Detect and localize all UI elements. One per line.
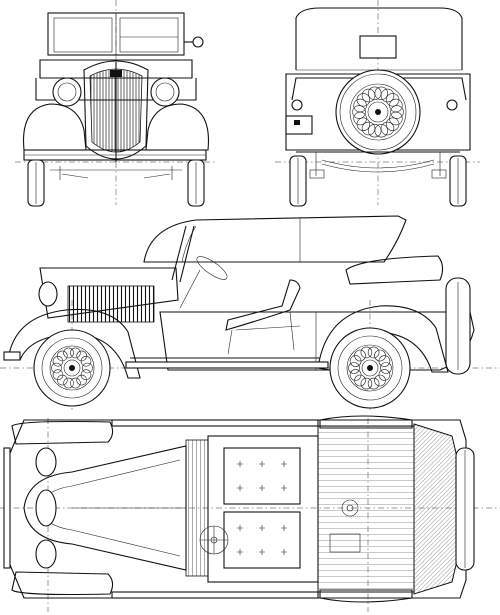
- top-rear-left-fender: [319, 415, 413, 429]
- top-rear-right-fender: [319, 589, 413, 603]
- seat-tuft: [259, 485, 265, 491]
- wheel-slot: [380, 88, 395, 103]
- wheel-slot: [367, 346, 380, 359]
- wheel-slot: [380, 362, 392, 374]
- seat-tuft: [281, 549, 287, 555]
- rear-window: [359, 35, 397, 59]
- wheel-slot: [80, 369, 92, 381]
- wheel-slot: [56, 350, 68, 362]
- rear-right-taillamp: [446, 99, 458, 111]
- side-soft-top: [143, 215, 407, 263]
- seat-tuft: [281, 525, 287, 531]
- wheel-slot: [367, 377, 380, 390]
- rear-soft-top: [295, 7, 463, 70]
- wheel-slot: [360, 377, 373, 390]
- wheel-slot: [352, 105, 366, 119]
- wheel-slot: [76, 350, 87, 362]
- wheel-slot: [368, 86, 382, 101]
- wheel-slot: [374, 123, 388, 138]
- wheel-slot: [70, 377, 81, 389]
- seat-tuft: [259, 549, 265, 555]
- wheel-slot: [378, 355, 391, 367]
- wheel-slot: [70, 347, 81, 359]
- wheel-slot: [390, 105, 404, 119]
- wheel-slot: [356, 93, 371, 107]
- front-right-fender: [145, 103, 210, 151]
- wheel-slot: [348, 362, 360, 374]
- side-front-wheel: [33, 329, 111, 407]
- seat-tuft: [237, 461, 243, 467]
- wheel-slot: [361, 88, 376, 103]
- top-view: [0, 415, 500, 612]
- top-seat-right: [223, 511, 301, 569]
- side-front-bumper: [3, 351, 21, 361]
- wheel-slot: [52, 355, 64, 367]
- side-rear-wheel: [329, 327, 411, 409]
- wheel-slot: [80, 355, 92, 367]
- rear-left-taillamp: [291, 99, 303, 111]
- top-front-bumper: [3, 447, 11, 569]
- seat-tuft: [237, 525, 243, 531]
- seat-tuft: [237, 485, 243, 491]
- side-view: [0, 215, 500, 410]
- side-steering-wheel: [196, 256, 228, 280]
- top-right-headlamp: [35, 539, 57, 569]
- wheel-slot: [360, 346, 373, 359]
- seat-tuft: [259, 461, 265, 467]
- wheel-slot: [51, 362, 62, 374]
- wheel-slot: [56, 374, 68, 386]
- rear-view: [275, 0, 480, 207]
- side-front-seat: [225, 279, 301, 331]
- front-view: [15, 0, 215, 207]
- seat-tuft: [281, 461, 287, 467]
- wheel-slot: [63, 347, 74, 359]
- top-seat-left: [223, 447, 301, 505]
- front-left-headlamp: [52, 77, 82, 107]
- top-folded-hood: [413, 423, 461, 595]
- wheel-slot: [374, 374, 386, 387]
- top-front-right-fender: [11, 571, 114, 596]
- top-left-headlamp: [35, 447, 57, 477]
- side-running-board: [125, 361, 329, 369]
- wheel-slot: [76, 374, 87, 386]
- spare-wheel: [335, 69, 421, 155]
- wheel-slot: [361, 121, 376, 136]
- wheel-slot: [380, 121, 395, 136]
- wheel-slot: [52, 369, 64, 381]
- bonnet-louvers: [67, 285, 155, 323]
- folded-hood: [345, 255, 444, 285]
- wheel-slot: [82, 362, 93, 374]
- side-mirror-icon: [192, 36, 204, 48]
- seat-tuft: [237, 549, 243, 555]
- wheel-slot: [63, 377, 74, 389]
- side-headlamp: [38, 281, 58, 307]
- front-left-fender: [22, 103, 87, 151]
- wheel-slot: [354, 349, 366, 362]
- wheel-slot: [349, 369, 362, 381]
- wheel-slot: [368, 123, 382, 138]
- wheel-slot: [389, 98, 403, 113]
- wheel-slot: [385, 117, 400, 131]
- top-front-left-fender: [11, 420, 114, 445]
- front-right-headlamp: [150, 77, 180, 107]
- top-running-board-left: [111, 419, 319, 427]
- seat-tuft: [281, 485, 287, 491]
- top-running-board-right: [111, 591, 319, 599]
- wheel-slot: [374, 86, 388, 101]
- seat-tuft: [259, 525, 265, 531]
